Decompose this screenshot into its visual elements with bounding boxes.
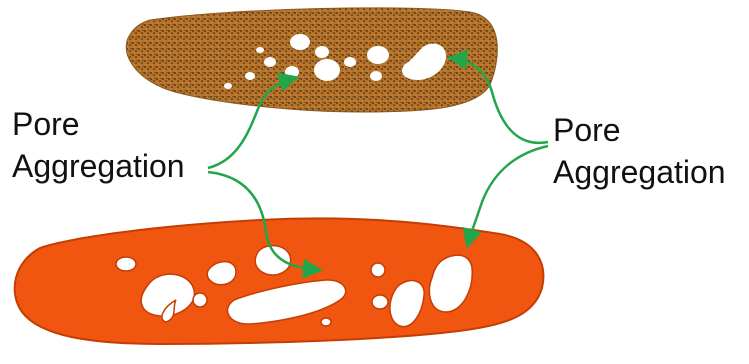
- pore: [264, 57, 276, 67]
- pore: [314, 59, 340, 81]
- particle-slab: [126, 8, 497, 112]
- pore: [285, 66, 299, 78]
- label-right-pore: Pore: [553, 112, 621, 148]
- pore: [370, 71, 382, 81]
- pore: [367, 46, 389, 64]
- pore: [344, 57, 356, 67]
- pore: [372, 295, 388, 309]
- label-left-aggregation: Aggregation: [12, 148, 185, 184]
- label-left-pore: Pore: [12, 106, 80, 142]
- pore: [290, 34, 310, 50]
- pore: [224, 83, 232, 89]
- pore: [315, 46, 329, 58]
- pore: [245, 72, 255, 80]
- pore: [256, 47, 264, 53]
- pore: [321, 318, 331, 326]
- pore: [116, 257, 136, 271]
- pore: [371, 263, 385, 277]
- arrow-right-to-bottom: [468, 146, 548, 244]
- surface-slab: [15, 218, 544, 344]
- pore: [193, 293, 207, 307]
- label-right-aggregation: Aggregation: [553, 154, 726, 190]
